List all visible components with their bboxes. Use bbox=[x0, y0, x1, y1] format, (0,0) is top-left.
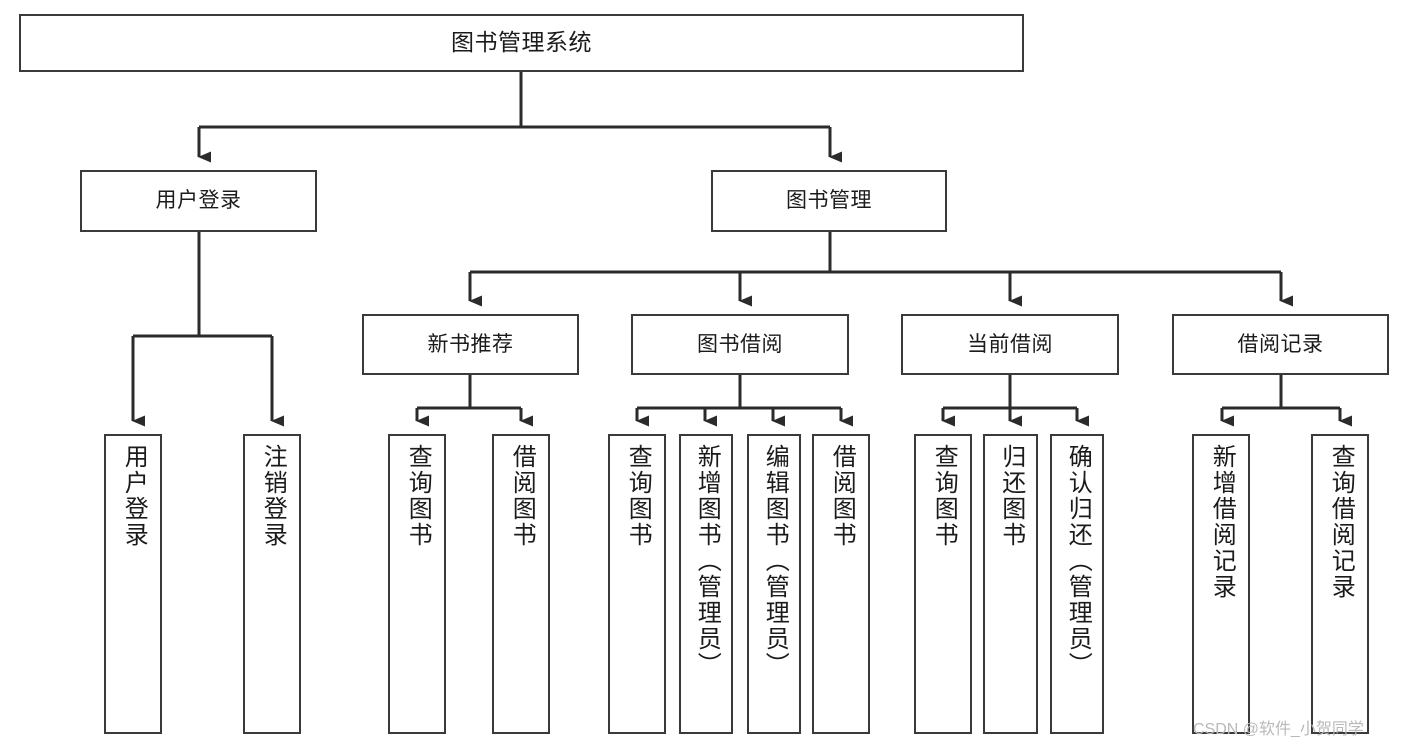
leaf-user-login[interactable]: 用户登录 bbox=[104, 434, 162, 734]
leaf-return-book[interactable]: 归还图书 bbox=[983, 434, 1038, 734]
node-current-borrow-label: 当前借阅 bbox=[967, 332, 1053, 356]
node-borrow-record-label: 借阅记录 bbox=[1237, 332, 1324, 356]
leaf-borrow-book-2-label: 借阅图书 bbox=[828, 444, 856, 548]
leaf-query-book-1[interactable]: 查询图书 bbox=[388, 434, 446, 734]
leaf-query-book-1-label: 查询图书 bbox=[404, 444, 432, 548]
leaf-add-borrow-record[interactable]: 新增借阅记录 bbox=[1192, 434, 1250, 734]
leaf-edit-book-admin-label: 编辑图书（管理员） bbox=[761, 444, 789, 678]
leaf-confirm-return-admin-label: 确认归还（管理员） bbox=[1064, 444, 1092, 678]
node-user-login-label: 用户登录 bbox=[155, 189, 242, 213]
node-current-borrow[interactable]: 当前借阅 bbox=[901, 314, 1119, 375]
node-book-management[interactable]: 图书管理 bbox=[711, 170, 947, 232]
node-book-borrow[interactable]: 图书借阅 bbox=[631, 314, 849, 375]
leaf-logout-label: 注销登录 bbox=[259, 444, 287, 548]
leaf-add-book-admin[interactable]: 新增图书（管理员） bbox=[679, 434, 733, 734]
leaf-borrow-book-2[interactable]: 借阅图书 bbox=[812, 434, 870, 734]
node-root-label: 图书管理系统 bbox=[451, 29, 592, 56]
leaf-logout[interactable]: 注销登录 bbox=[243, 434, 301, 734]
leaf-add-book-admin-label: 新增图书（管理员） bbox=[693, 444, 721, 678]
node-borrow-record[interactable]: 借阅记录 bbox=[1172, 314, 1389, 375]
node-new-book-recommend[interactable]: 新书推荐 bbox=[362, 314, 579, 375]
leaf-return-book-label: 归还图书 bbox=[997, 444, 1025, 548]
leaf-edit-book-admin[interactable]: 编辑图书（管理员） bbox=[747, 434, 801, 734]
node-user-login[interactable]: 用户登录 bbox=[80, 170, 317, 232]
leaf-query-book-3[interactable]: 查询图书 bbox=[914, 434, 972, 734]
leaf-query-book-2-label: 查询图书 bbox=[624, 444, 652, 548]
node-root[interactable]: 图书管理系统 bbox=[19, 14, 1024, 72]
leaf-confirm-return-admin[interactable]: 确认归还（管理员） bbox=[1050, 434, 1104, 734]
leaf-borrow-book-1[interactable]: 借阅图书 bbox=[492, 434, 550, 734]
leaf-query-book-3-label: 查询图书 bbox=[930, 444, 958, 548]
leaf-query-borrow-record-label: 查询借阅记录 bbox=[1327, 444, 1355, 600]
node-new-book-recommend-label: 新书推荐 bbox=[427, 332, 514, 356]
leaf-query-book-2[interactable]: 查询图书 bbox=[608, 434, 666, 734]
leaf-add-borrow-record-label: 新增借阅记录 bbox=[1208, 444, 1236, 600]
node-book-management-label: 图书管理 bbox=[786, 189, 872, 213]
leaf-user-login-label: 用户登录 bbox=[120, 444, 148, 548]
leaf-query-borrow-record[interactable]: 查询借阅记录 bbox=[1311, 434, 1369, 734]
leaf-borrow-book-1-label: 借阅图书 bbox=[508, 444, 536, 548]
node-book-borrow-label: 图书借阅 bbox=[697, 332, 783, 356]
